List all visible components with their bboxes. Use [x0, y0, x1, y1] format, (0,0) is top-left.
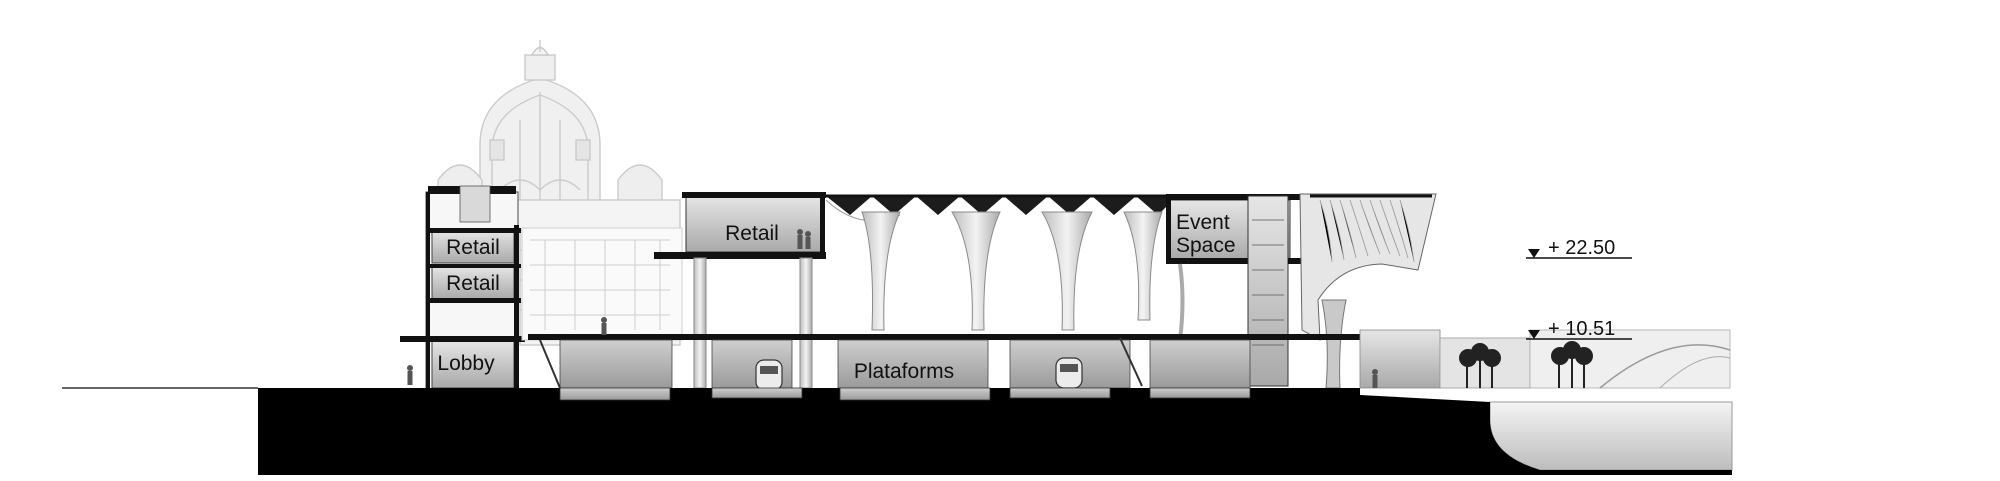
event-space-building	[1166, 194, 1314, 387]
label-lobby: Lobby	[437, 352, 495, 375]
tree-columns	[693, 211, 1163, 389]
river	[1489, 401, 1733, 471]
label-platforms: Plataforms	[854, 360, 954, 383]
level-label-upper: + 22.50	[1548, 237, 1615, 259]
train-left	[755, 359, 783, 391]
label-retail-lower: Retail	[446, 272, 500, 295]
platform-pits	[559, 387, 1251, 401]
left-building	[400, 185, 525, 391]
label-event-line1: Event	[1176, 211, 1230, 234]
label-retail-center: Retail	[725, 222, 779, 245]
cantilever-roof	[1299, 193, 1437, 389]
concourse	[528, 334, 1428, 389]
level-label-lower: + 10.51	[1548, 318, 1615, 340]
label-retail-upper: Retail	[446, 236, 500, 259]
retail-center-box	[654, 192, 826, 259]
earth-section	[258, 388, 1732, 475]
people	[407, 229, 1378, 388]
label-event-line2: Space	[1176, 234, 1236, 257]
level-marker-upper: + 22.50	[1526, 237, 1632, 259]
level-marker-lower: + 10.51	[1526, 318, 1632, 340]
trees	[1459, 341, 1593, 388]
train-right	[1055, 357, 1083, 389]
